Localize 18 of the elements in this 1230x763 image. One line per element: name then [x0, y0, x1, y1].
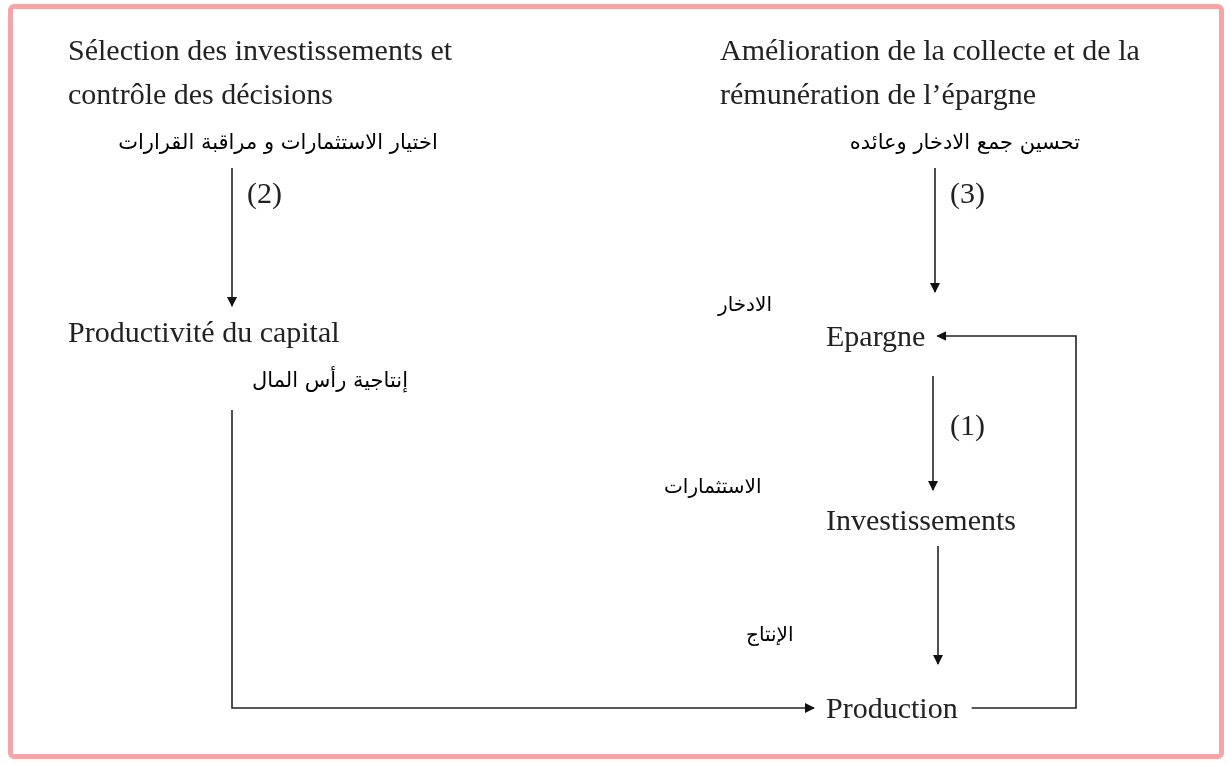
arabic-label: الإنتاج [746, 622, 794, 646]
arrow [936, 331, 1077, 709]
node-label: Investissements [826, 502, 1016, 538]
arrow [933, 545, 943, 665]
arabic-label: الادخار [718, 292, 772, 316]
arrow [231, 409, 815, 713]
node-label: Amélioration de la collecte et de la rémunération de l’épargne [720, 32, 1141, 112]
arrow [227, 167, 237, 307]
node-label: Production [826, 690, 958, 726]
node-label: Epargne [826, 318, 926, 354]
arrow [928, 375, 938, 491]
node-label: Sélection des investissements et contrôle des décisions [68, 32, 454, 112]
arabic-label: الاستثمارات [664, 474, 762, 498]
arrow [930, 167, 940, 293]
arabic-label: إنتاجية رأس المال [251, 365, 408, 395]
arabic-label: اختيار الاستثمارات و مراقبة القرارات [117, 129, 439, 156]
node-label: Productivité du capital [68, 314, 341, 350]
arabic-label: تحسين جمع الادخار وعائده [848, 129, 1082, 156]
